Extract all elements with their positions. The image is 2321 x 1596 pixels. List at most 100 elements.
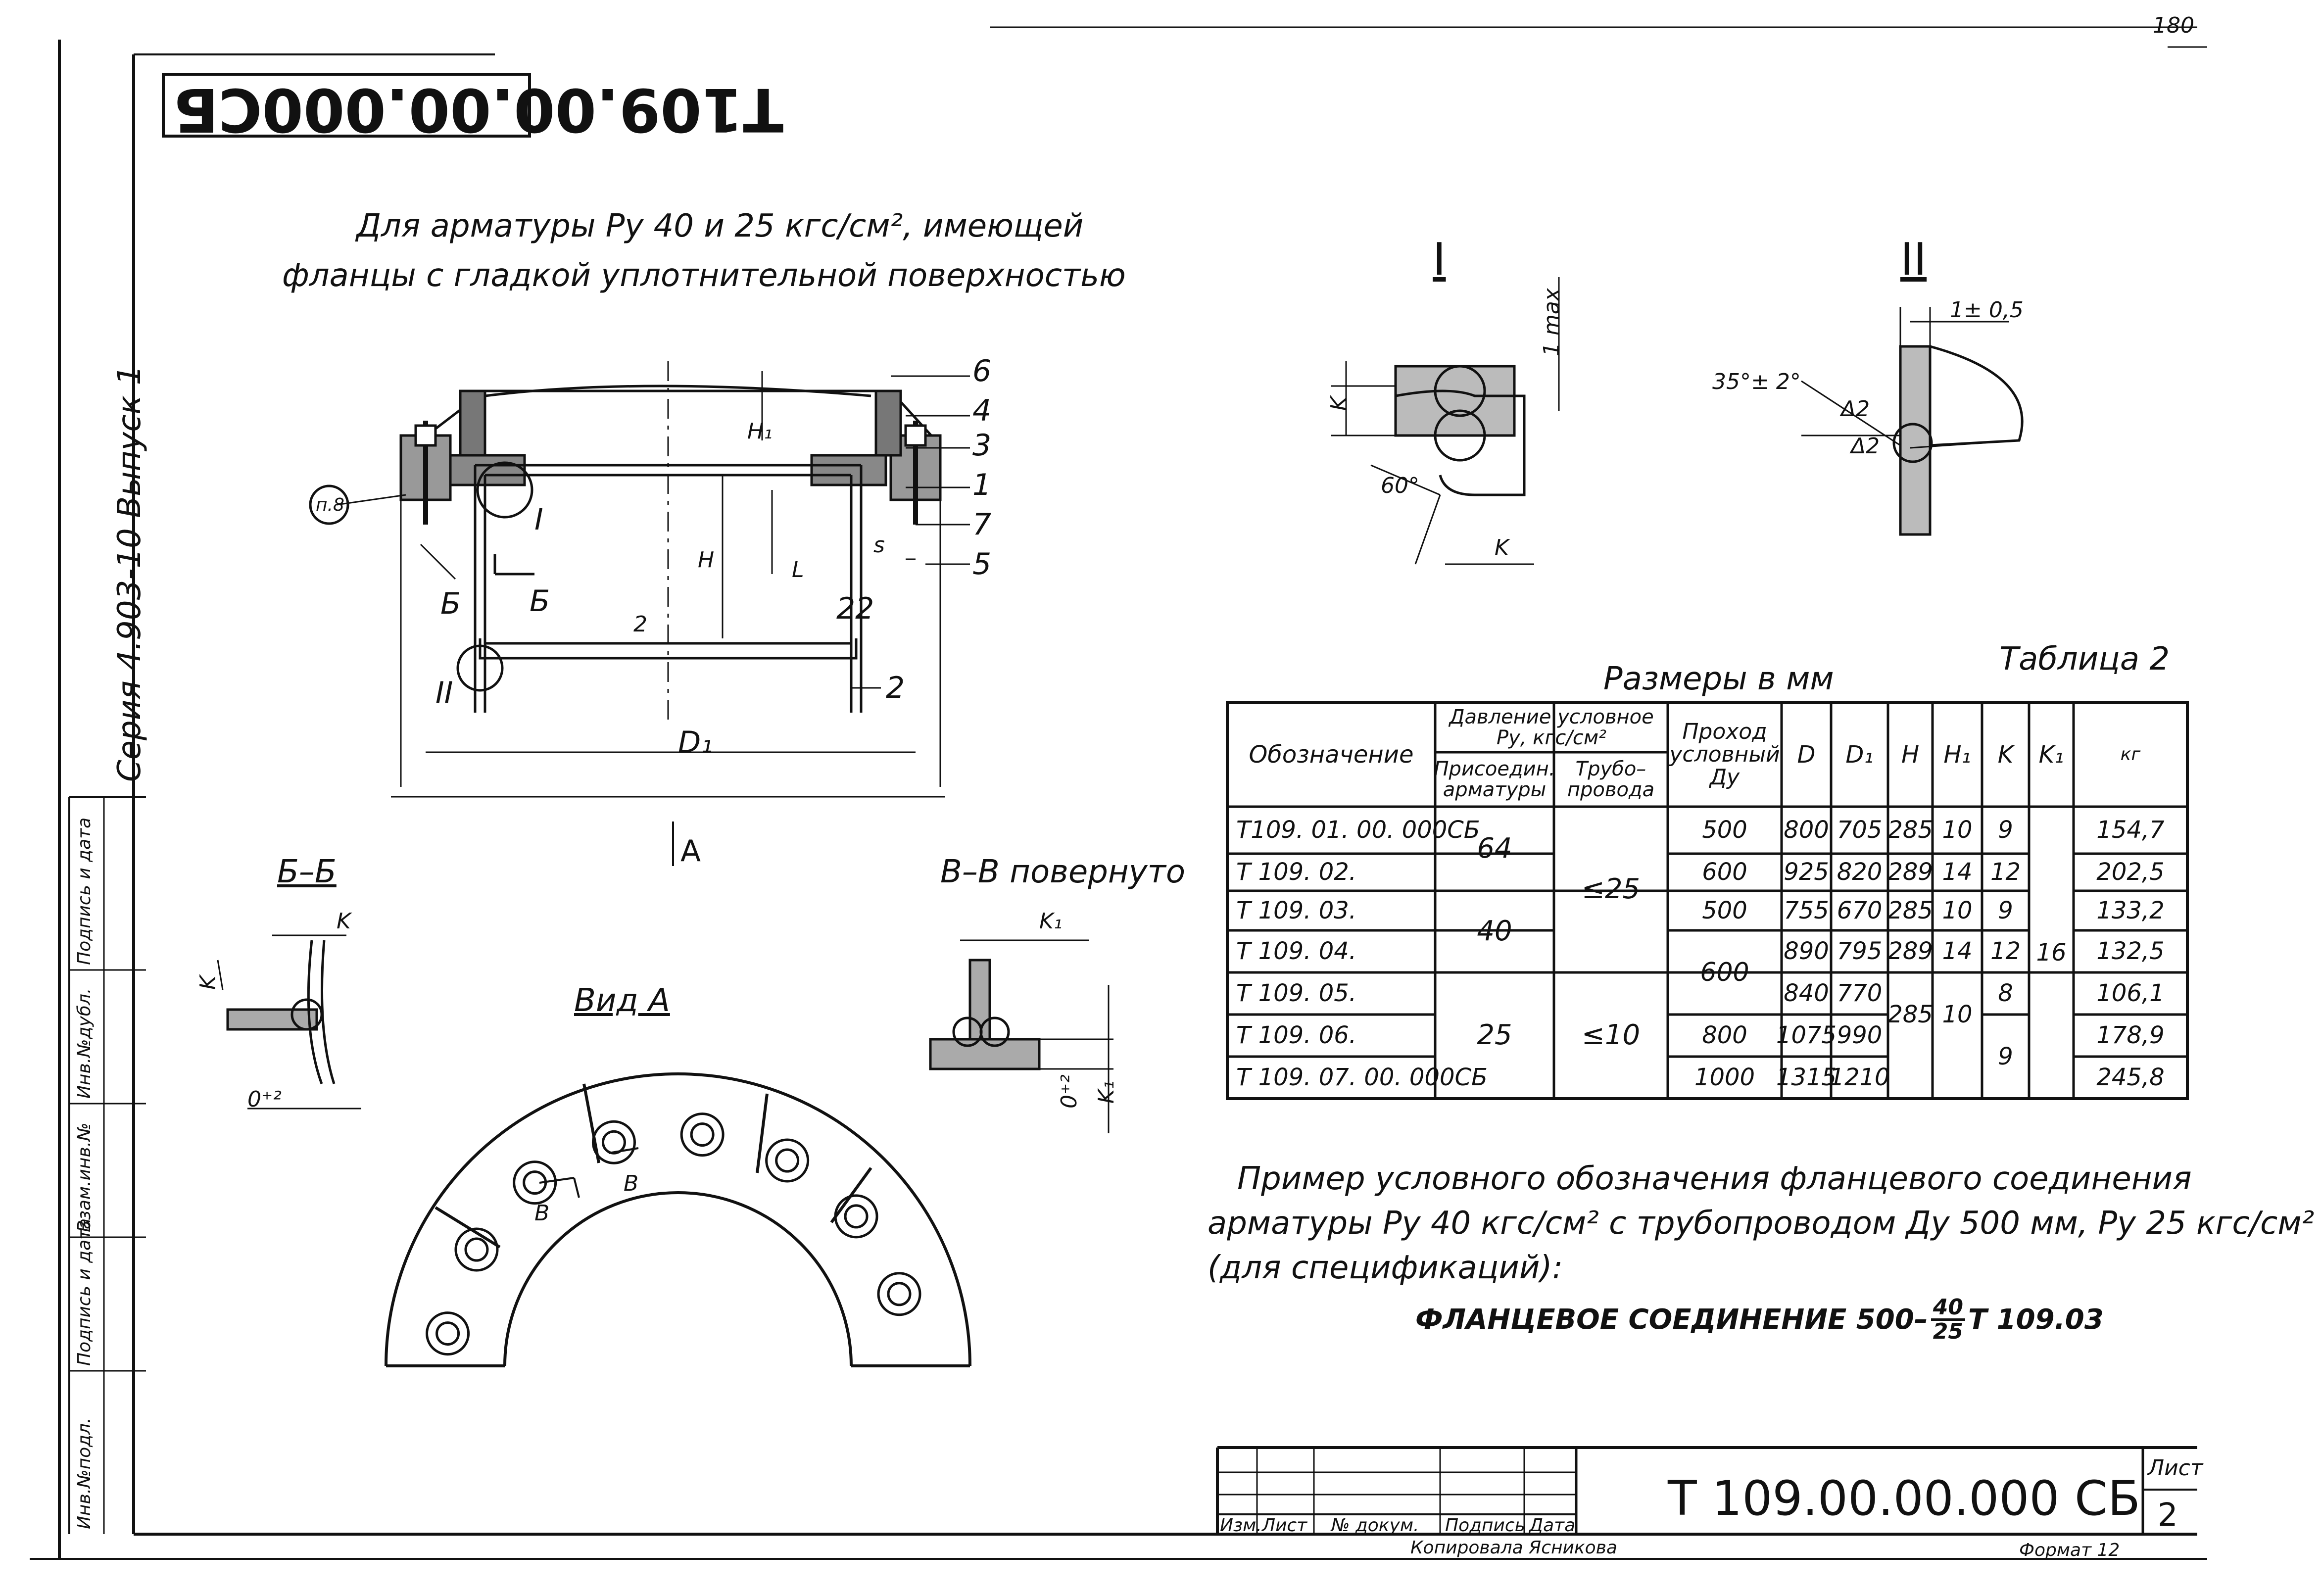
section-VV-tol: 0⁺² (1057, 1074, 1082, 1109)
side-col-4: Подпись и дата (74, 817, 95, 965)
table-cell-D1: 990 (1837, 1021, 1883, 1050)
th-K1: K₁ (2038, 740, 2064, 769)
table-caption: Таблица 2 (1999, 641, 2170, 677)
th-H: H (1901, 740, 1920, 769)
dim-H1: H₁ (747, 419, 773, 444)
table-cell-D1: 795 (1837, 937, 1883, 966)
th-D: D (1797, 740, 1816, 769)
table-cell-passage: 600 (1702, 858, 1747, 886)
note-line-2: фланцы с гладкой уплотнительной поверхно… (282, 257, 1126, 294)
dim-s: s (873, 532, 885, 558)
side-col-0: Инв.№подл. (74, 1417, 95, 1529)
view-II-delta-2: Δ2 (1851, 434, 1880, 459)
tb-sheet-label: Лист (2148, 1455, 2203, 1481)
bolt-hole-outer (680, 1112, 725, 1157)
dim-22: 22 (836, 591, 874, 626)
table-cell-mass: 154,7 (2096, 816, 2165, 844)
section-BB-k-side: K (195, 975, 221, 990)
table-cell-K: 9 (1998, 896, 2013, 924)
tb-sheet-value: 2 (2158, 1497, 2178, 1534)
cell-fit-64: 64 (1477, 832, 1512, 865)
dim-2: 2 (633, 612, 647, 637)
bolt-hole-outer (765, 1138, 810, 1183)
view-II-delta-1: Δ2 (1841, 396, 1870, 422)
formula-prefix: ФЛАНЦЕВОЕ СОЕДИНЕНИЕ 500– (1415, 1303, 1928, 1336)
dim-L: L (792, 557, 804, 582)
detail-II-marker: II (435, 676, 453, 710)
table-cell-K: 12 (1990, 937, 2021, 966)
th-passage: Проход условный Ду (1669, 719, 1780, 790)
table-cell-H: 289 (1887, 858, 1933, 886)
th-pressure: Давление условное Ру, кгс/см² (1449, 706, 1654, 749)
table-cell-H1: 10 (1942, 896, 1973, 924)
table-cell-passage: 800 (1702, 1021, 1747, 1050)
cell-K1-16: 16 (2036, 938, 2067, 967)
table-cell-passage: 500 (1702, 896, 1747, 924)
bolt-hole-inner (844, 1204, 869, 1229)
section-BB-k: K (337, 909, 351, 934)
table-cell-H1: 10 (1942, 816, 1973, 844)
table-cell-mass: 202,5 (2096, 858, 2165, 886)
view-I-kmax: 1 max (1539, 288, 1564, 356)
table-cell-D: 800 (1784, 816, 1829, 844)
formula-suffix: Т 109.03 (1968, 1303, 2104, 1336)
view-I-title: I (1433, 234, 1446, 286)
bolt-hole-inner (775, 1148, 800, 1173)
table-cell-H: 285 (1887, 896, 1933, 924)
cell-pipe-le10: ≤10 (1581, 1019, 1641, 1052)
tb-col-doc: № докум. (1331, 1515, 1419, 1536)
sheet-number: 180 (2153, 13, 2194, 38)
note-line-1: Для арматуры Ру 40 и 25 кгс/см², имеющей (356, 208, 1084, 244)
th-D1: D₁ (1845, 740, 1874, 769)
th-H1: H₁ (1943, 740, 1971, 769)
dim-D1: D₁ (678, 725, 713, 760)
table-cell-mass: 133,2 (2096, 896, 2165, 924)
view-A-cut-right: В (624, 1171, 639, 1196)
side-col-2: Взам.инв.№ (74, 1122, 95, 1232)
callout-7: 7 (972, 507, 992, 542)
view-A-title: Вид А (574, 982, 670, 1019)
view-II-tol: 1± 0,5 (1950, 297, 2024, 323)
view-A-arrow-label: А (680, 834, 701, 869)
callout-4: 4 (972, 393, 992, 428)
table-cell-D1: 1210 (1829, 1064, 1890, 1092)
bolt-hole-outer (426, 1311, 470, 1356)
callout-5: 5 (972, 547, 992, 581)
example-line-3: (для спецификаций): (1208, 1250, 1563, 1286)
detail-I-marker: I (534, 502, 543, 537)
table-cell-H1 (1933, 1057, 1982, 1099)
cell-K-9: 9 (1998, 1042, 2013, 1070)
bolt-hole-outer (591, 1120, 636, 1164)
bolt-hole-outer (454, 1227, 499, 1272)
formula-den: 25 (1933, 1319, 1963, 1344)
cell-H-285: 285 (1887, 1000, 1933, 1028)
view-I-k: K (1326, 396, 1352, 411)
th-K: K (1997, 740, 2014, 769)
table-cell-D: 1075 (1776, 1021, 1837, 1050)
tb-col-date: Дата (1529, 1515, 1576, 1536)
table-cell-H (1888, 1057, 1933, 1099)
view-I-k-bottom: K (1495, 535, 1509, 560)
table-units: Размеры в мм (1603, 661, 1834, 697)
table-cell-H: 285 (1887, 816, 1933, 844)
table-cell-passage: 500 (1702, 816, 1747, 844)
pos8-label: п.8 (316, 495, 344, 515)
section-VV-k1-side: K₁ (1094, 1080, 1119, 1104)
table-cell-D: 840 (1784, 979, 1829, 1008)
table-cell-designation: Т 109. 06. (1236, 1021, 1357, 1050)
cell-passage-600: 600 (1700, 957, 1749, 987)
bolt-hole-outer (877, 1272, 921, 1316)
side-col-1: Подпись и дата (74, 1218, 95, 1366)
table-cell-mass: 245,8 (2096, 1064, 2165, 1092)
table-cell-mass: 132,5 (2096, 937, 2165, 966)
table-cell-mass: 178,9 (2096, 1021, 2165, 1050)
section-b-right: Б (530, 584, 550, 619)
table-cell-H1: 14 (1942, 937, 1973, 966)
bolt-hole-inner (464, 1237, 489, 1262)
table-cell-designation: Т 109. 04. (1236, 937, 1357, 966)
table-cell-designation: Т 109. 07. 00. 000СБ (1236, 1064, 1488, 1092)
table-cell-H1: 14 (1942, 858, 1973, 886)
table-cell-designation: Т 109. 03. (1236, 896, 1357, 924)
callout-6: 6 (972, 354, 992, 388)
table-cell-D1: 705 (1837, 816, 1883, 844)
